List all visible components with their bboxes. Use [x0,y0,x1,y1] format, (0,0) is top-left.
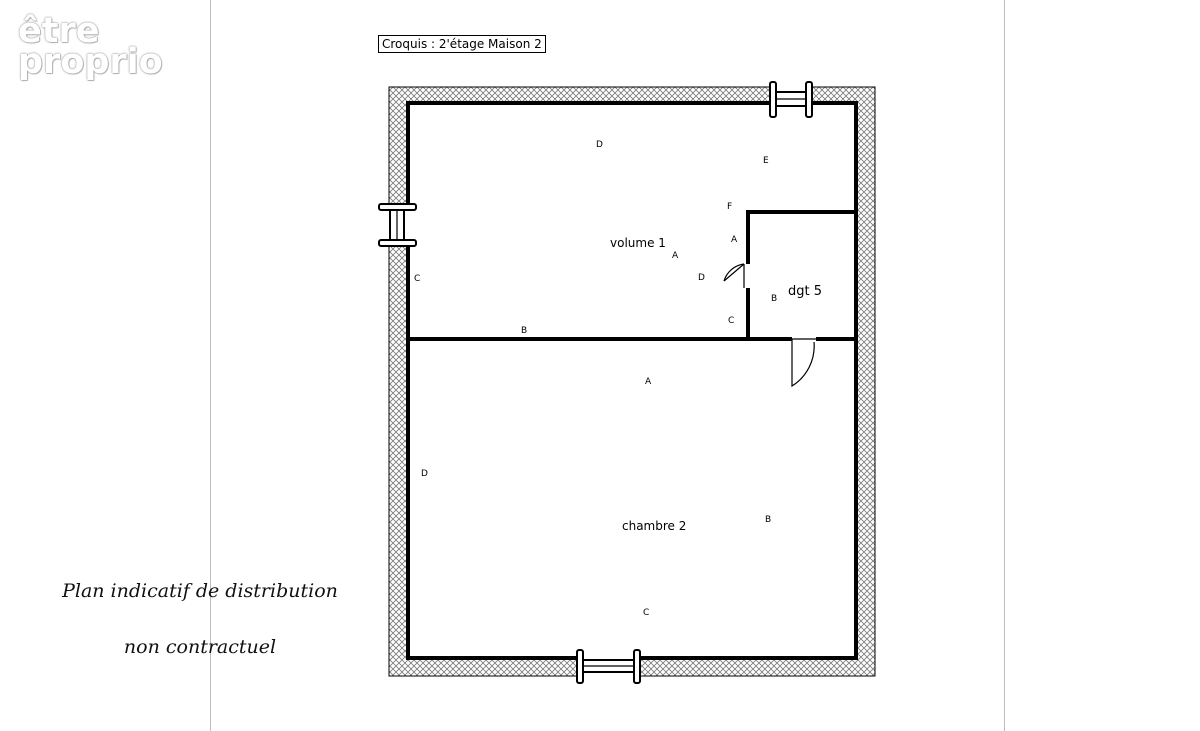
disclaimer-line-2: non contractuel [123,636,277,658]
logo-line-1: être [18,11,100,51]
wall-letter: C [414,274,420,284]
interior-wall-outline [406,101,858,660]
page-margin-right [1004,0,1005,731]
logo-line-2: proprio [18,42,163,82]
window-top [769,81,813,118]
wall-letter: B [521,326,527,336]
dgt-door-swing [723,263,745,288]
wall-letter: B [765,515,771,525]
wall-letter: C [643,608,649,618]
wall-letter: A [731,235,738,245]
window-bottom [576,649,641,684]
disclaimer-line-1: Plan indicatif de distribution [62,580,338,602]
wall-letter: A [645,377,652,387]
room-label-volume: volume 1 [610,236,666,250]
page-margin-left [210,0,211,731]
etre-proprio-logo: être proprio [18,11,163,82]
sketch-title: Croquis : 2'étage Maison 2 [378,35,546,53]
wall-letter: D [698,273,705,283]
room-label-dgt: dgt 5 [788,284,822,299]
window-left [378,203,417,247]
wall-letter: D [421,469,428,479]
chambre-door-swing [791,338,816,388]
wall-letter: D [596,140,603,150]
wall-letter: A [672,251,679,261]
wall-letter: B [771,294,777,304]
dgt-door-leaf [723,263,745,282]
wall-letter: F [727,202,732,212]
wall-letter: E [763,156,769,166]
dgt-door-gap [744,264,752,288]
wall-letter: C [728,316,734,326]
dgt-closet-wall [746,210,856,339]
room-label-chambre: chambre 2 [622,519,686,533]
